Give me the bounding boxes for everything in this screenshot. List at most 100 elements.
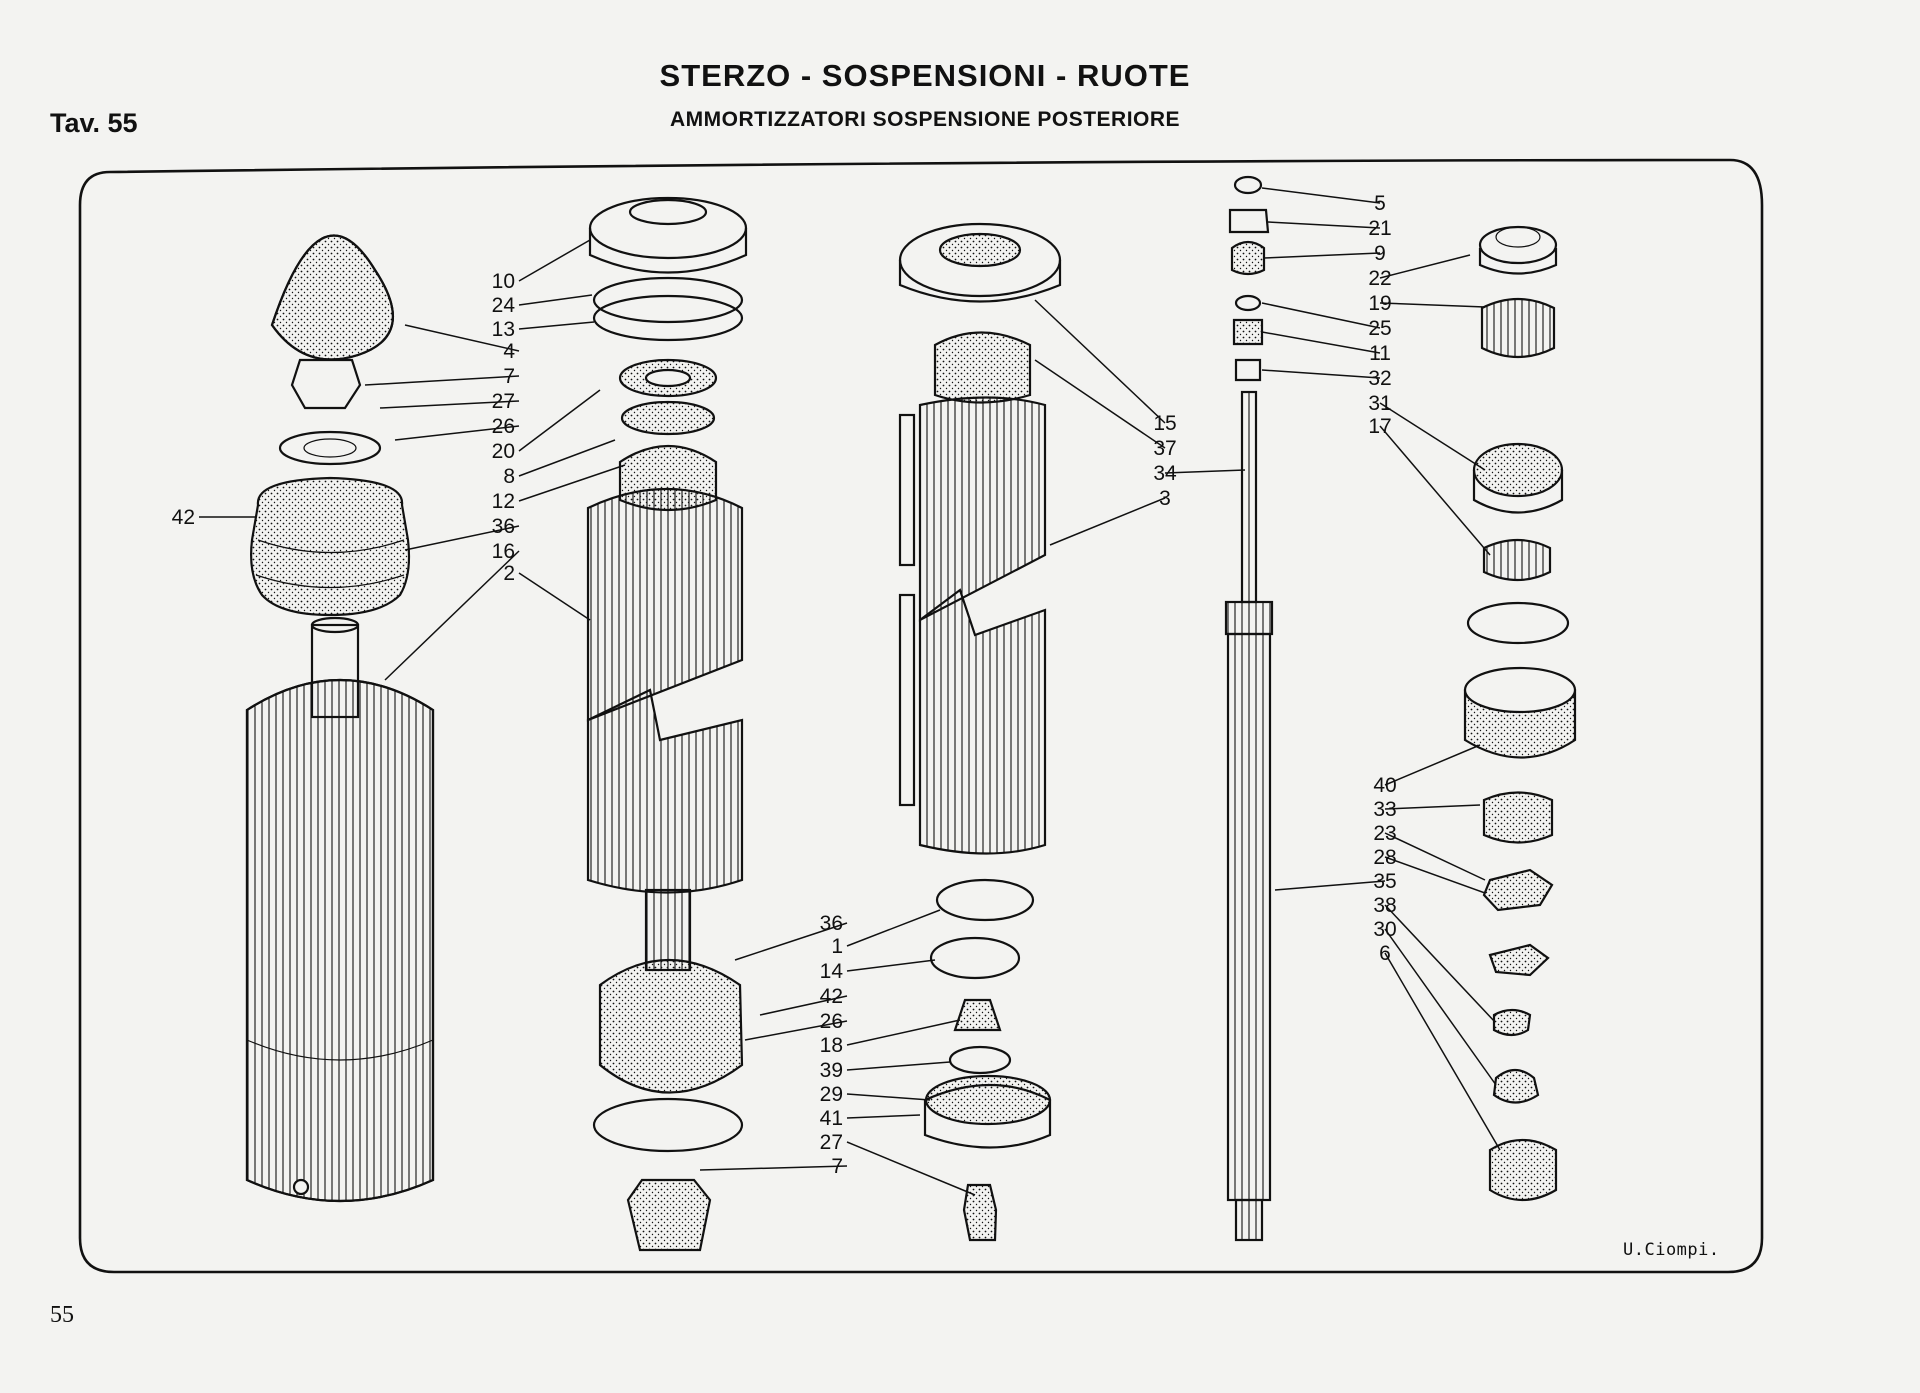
valve-spring <box>953 998 1002 1032</box>
plate-number: Tav. 55 <box>50 108 138 138</box>
leader-line <box>1379 302 1486 308</box>
piston-valve-parts <box>1463 225 1577 1201</box>
leader-line <box>1261 302 1381 329</box>
callout-26: 26 <box>820 1010 843 1033</box>
leader-line <box>518 321 595 330</box>
leader-line <box>1379 254 1471 279</box>
valve-cup <box>1482 791 1554 844</box>
leader-line <box>1384 904 1496 1023</box>
leader-line <box>518 464 626 502</box>
pressure-tube-assembly <box>898 222 1062 1242</box>
leader-line <box>846 1114 921 1119</box>
pressure-tube-lower <box>918 588 1047 855</box>
callout-41: 41 <box>820 1107 843 1130</box>
leader-line <box>846 1093 931 1101</box>
callout-2: 2 <box>503 562 515 585</box>
leader-line <box>1034 359 1166 449</box>
leader-line <box>846 1061 951 1071</box>
rod-locknut <box>1234 358 1262 382</box>
dust-bellows <box>250 476 411 617</box>
leader-line <box>518 572 591 621</box>
snap-ring <box>935 878 1035 922</box>
callout-18: 18 <box>820 1034 843 1057</box>
callout-labels: 4727262081236162421024133611442261839294… <box>172 187 1501 1196</box>
leader-line <box>1379 425 1491 556</box>
callout-42: 42 <box>820 985 843 1008</box>
valve-spring-lower <box>1482 538 1552 582</box>
callout-12: 12 <box>492 490 515 513</box>
star-washer-a <box>1482 868 1554 912</box>
outer-tube <box>245 679 435 1203</box>
diagram-frame <box>78 158 1764 1274</box>
leader-line <box>846 909 941 947</box>
leader-line <box>518 239 591 282</box>
leader-line <box>744 1020 848 1041</box>
callout-11: 11 <box>1369 342 1391 365</box>
leader-line <box>734 922 848 961</box>
callout-33: 33 <box>1373 798 1396 821</box>
piston-rod-assembly <box>1224 175 1274 1242</box>
spring-washer <box>1492 1068 1540 1104</box>
leader-line <box>1379 402 1486 471</box>
piston-rod <box>1226 632 1272 1202</box>
callout-24: 24 <box>492 294 516 317</box>
callout-29: 29 <box>820 1083 843 1106</box>
leader-line <box>394 425 520 441</box>
seal-ring <box>592 276 744 324</box>
callout-1: 1 <box>831 935 843 958</box>
leader-line <box>1274 880 1386 891</box>
callout-22: 22 <box>1368 267 1391 290</box>
callout-5: 5 <box>1374 192 1386 215</box>
leader-line <box>1384 744 1481 786</box>
illustrator-signature: U.Ciompi. <box>1623 1240 1720 1260</box>
spring-seat <box>948 1045 1012 1075</box>
reservoir-tube-assembly <box>586 196 748 1252</box>
callout-4: 4 <box>503 340 515 363</box>
leader-line <box>1164 469 1246 474</box>
valve-screw <box>962 1183 998 1242</box>
rod-hex-nut <box>1228 208 1270 234</box>
leader-line <box>1261 187 1381 204</box>
callout-14: 14 <box>820 960 844 983</box>
leader-line <box>518 389 601 452</box>
callout-39: 39 <box>820 1059 843 1082</box>
valve-body <box>933 331 1032 404</box>
leader-line <box>518 439 616 477</box>
rod-upper <box>1240 390 1258 604</box>
page-title: STERZO - SOSPENSIONI - RUOTE <box>659 58 1191 93</box>
bottom-nut <box>626 1178 712 1252</box>
leader-line <box>1267 221 1381 229</box>
leader-line <box>1034 299 1166 424</box>
leader-line <box>1263 252 1381 259</box>
rod-washer <box>1234 294 1262 312</box>
leader-line <box>1261 369 1381 379</box>
leader-line <box>384 550 520 681</box>
page-subtitle: AMMORTIZZATORI SOSPENSIONE POSTERIORE <box>669 108 1181 131</box>
cup-washer <box>278 430 382 466</box>
leader-line <box>364 375 520 386</box>
callout-36: 36 <box>492 515 515 538</box>
leader-line <box>1384 804 1481 810</box>
rod-bushing <box>1230 240 1266 276</box>
leader-line <box>404 525 520 551</box>
leader-line <box>379 400 520 409</box>
callout-13: 13 <box>492 318 515 341</box>
leader-line <box>1384 856 1486 894</box>
outer-tube-assembly <box>245 234 435 1203</box>
piston-nut <box>1488 1139 1558 1201</box>
callout-37: 37 <box>1153 437 1176 460</box>
leader-line <box>518 294 593 306</box>
leader-line <box>1261 331 1381 354</box>
reservoir-tube-lower <box>586 688 744 894</box>
leader-line <box>1384 832 1486 881</box>
callout-26: 26 <box>492 415 515 438</box>
callout-32: 32 <box>1368 367 1391 390</box>
stem <box>644 888 692 972</box>
page-number: 55 <box>50 1302 74 1328</box>
leader-line <box>846 1141 976 1196</box>
callout-10: 10 <box>492 270 515 293</box>
callout-36: 36 <box>820 912 843 935</box>
star-washer-b <box>1488 943 1550 977</box>
